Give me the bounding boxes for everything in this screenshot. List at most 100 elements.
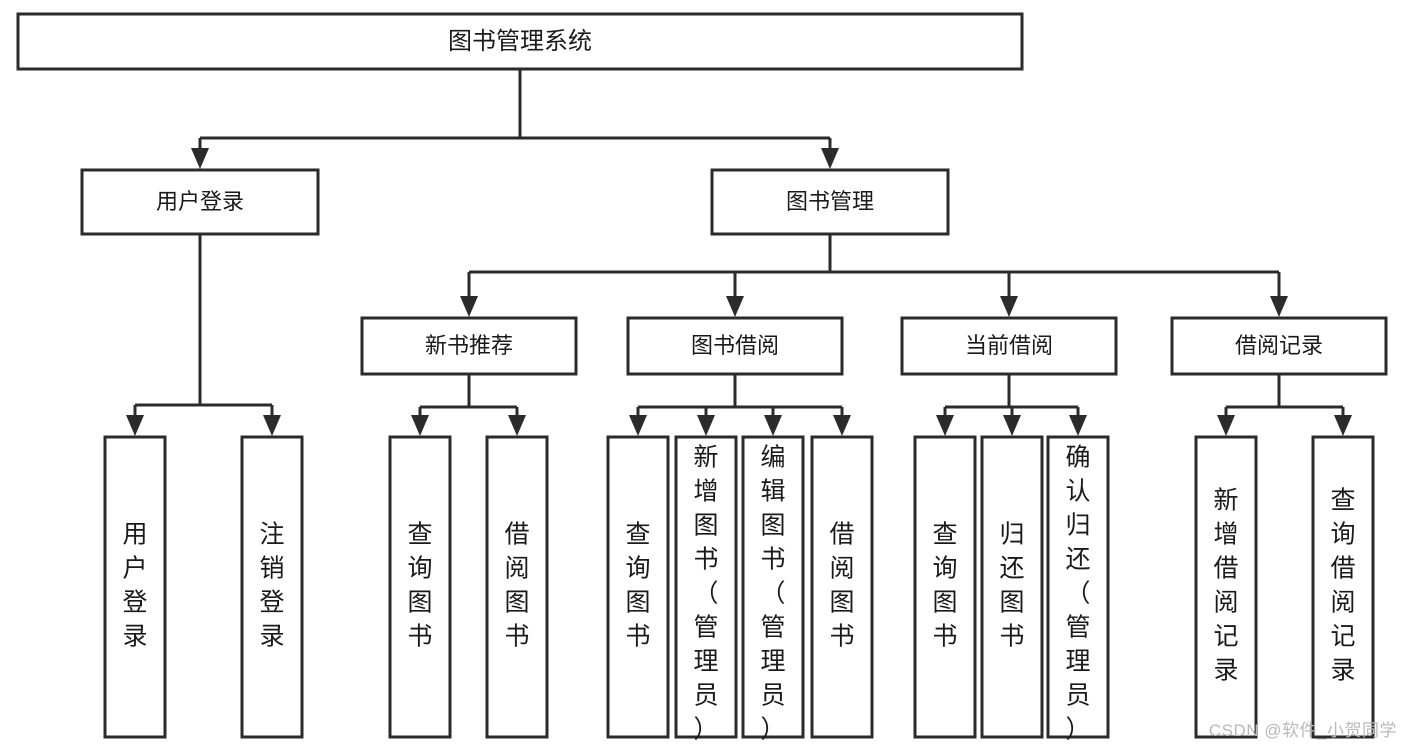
node-user-login[interactable]: 用户登录 bbox=[80, 168, 320, 236]
arrow-head-icon bbox=[936, 415, 954, 436]
node-label-char: 查 bbox=[932, 521, 957, 549]
node-label-char: 询 bbox=[625, 555, 650, 583]
node-label-char: 书 bbox=[625, 623, 650, 651]
node-label-char: 编 bbox=[760, 444, 785, 472]
node-label-char: 录 bbox=[1330, 657, 1355, 685]
node-label-char: （ bbox=[760, 580, 785, 608]
node-box[interactable] bbox=[1046, 435, 1110, 739]
node-box[interactable] bbox=[1170, 316, 1388, 376]
node-label-char: 注 bbox=[259, 521, 284, 549]
node-box[interactable] bbox=[710, 168, 950, 236]
node-current-borrow[interactable]: 当前借阅 bbox=[900, 316, 1118, 376]
node-box[interactable] bbox=[741, 435, 805, 739]
node-label-char: 借 bbox=[1330, 555, 1355, 583]
node-box[interactable] bbox=[606, 435, 670, 739]
arrow-head-icon bbox=[764, 415, 782, 436]
nodes-layer: 图书管理系统用户登录图书管理新书推荐图书借阅当前借阅借阅记录用户登录注销登录查询… bbox=[16, 12, 1388, 744]
node-label-char: 还 bbox=[1065, 546, 1090, 574]
node-label-char: 书 bbox=[407, 623, 432, 651]
node-label-char: ） bbox=[760, 716, 785, 744]
node-label-char: 记 bbox=[1330, 623, 1355, 651]
node-label-char: 阅 bbox=[1330, 589, 1355, 617]
node-label-char: 询 bbox=[932, 555, 957, 583]
node-label-char: （ bbox=[693, 580, 718, 608]
node-label-char: 用 bbox=[122, 521, 147, 549]
node-leaf-user-login[interactable]: 用户登录 bbox=[103, 435, 167, 739]
node-box[interactable] bbox=[810, 435, 874, 739]
node-label: 新书推荐 bbox=[425, 333, 513, 358]
connector-elbow-current-borrow bbox=[936, 374, 1087, 436]
node-borrow-record[interactable]: 借阅记录 bbox=[1170, 316, 1388, 376]
node-label: 当前借阅 bbox=[965, 333, 1053, 358]
node-label-char: 查 bbox=[407, 521, 432, 549]
arrow-head-icon bbox=[1270, 296, 1288, 317]
arrow-head-icon bbox=[1334, 415, 1352, 436]
node-box[interactable] bbox=[360, 316, 578, 376]
node-label-char: 图 bbox=[829, 589, 854, 617]
node-label-char: 辑 bbox=[760, 478, 785, 506]
connector-elbow-new-book-recommend bbox=[411, 374, 526, 436]
node-label: 图书管理 bbox=[786, 189, 874, 214]
node-label-char: 借 bbox=[504, 521, 529, 549]
node-label-char: 查 bbox=[1330, 487, 1355, 515]
node-book-manage[interactable]: 图书管理 bbox=[710, 168, 950, 236]
node-label-char: 确 bbox=[1065, 444, 1090, 472]
arrow-head-icon bbox=[833, 415, 851, 436]
node-box[interactable] bbox=[103, 435, 167, 739]
node-label-char: 阅 bbox=[1213, 589, 1238, 617]
node-label-char: 归 bbox=[999, 521, 1024, 549]
watermark-label: CSDN @软件_小贺同学 bbox=[1208, 721, 1397, 740]
node-book-borrow[interactable]: 图书借阅 bbox=[626, 316, 844, 376]
node-box[interactable] bbox=[1311, 435, 1375, 739]
node-label-char: 书 bbox=[693, 546, 718, 574]
node-box[interactable] bbox=[1194, 435, 1258, 739]
node-box[interactable] bbox=[674, 435, 738, 739]
node-label-char: 记 bbox=[1213, 623, 1238, 651]
node-box[interactable] bbox=[240, 435, 304, 739]
node-label-char: 归 bbox=[1065, 512, 1090, 540]
node-box[interactable] bbox=[16, 12, 1024, 71]
node-label: 图书借阅 bbox=[691, 333, 779, 358]
node-box[interactable] bbox=[913, 435, 977, 739]
arrow-head-icon bbox=[821, 148, 839, 169]
node-label-char: 图 bbox=[999, 589, 1024, 617]
arrow-head-icon bbox=[726, 296, 744, 317]
node-label-char: 借 bbox=[1213, 555, 1238, 583]
node-box[interactable] bbox=[80, 168, 320, 236]
node-box[interactable] bbox=[626, 316, 844, 376]
arrow-head-icon bbox=[460, 296, 478, 317]
node-label-char: 书 bbox=[504, 623, 529, 651]
node-label-char: 员 bbox=[760, 682, 785, 710]
node-box[interactable] bbox=[900, 316, 1118, 376]
node-label-char: ） bbox=[1065, 716, 1090, 744]
node-label-char: 新 bbox=[693, 444, 718, 472]
arrow-head-icon bbox=[1217, 415, 1235, 436]
arrow-head-icon bbox=[411, 415, 429, 436]
node-label-char: 书 bbox=[932, 623, 957, 651]
node-box[interactable] bbox=[485, 435, 549, 739]
node-root-图书管理系统[interactable]: 图书管理系统 bbox=[16, 12, 1024, 71]
node-label-char: 户 bbox=[122, 555, 147, 583]
node-new-book-recommend[interactable]: 新书推荐 bbox=[360, 316, 578, 376]
node-box[interactable] bbox=[388, 435, 452, 739]
node-label-char: 增 bbox=[693, 478, 718, 506]
node-label-char: 图 bbox=[760, 512, 785, 540]
node-label-char: 员 bbox=[1065, 682, 1090, 710]
arrow-head-icon bbox=[1000, 296, 1018, 317]
node-box[interactable] bbox=[980, 435, 1044, 739]
arrow-head-icon bbox=[1003, 415, 1021, 436]
node-label-char: ） bbox=[693, 716, 718, 744]
